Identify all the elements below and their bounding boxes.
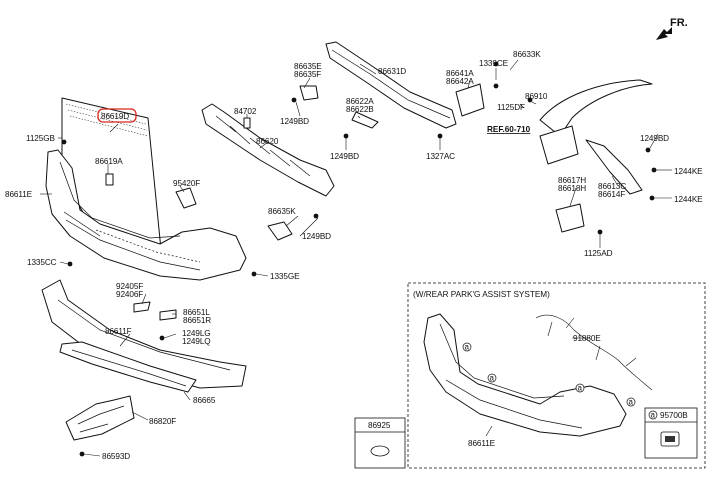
callout-1125GB[interactable]: 1125GB [26,134,56,143]
rear-bumper-beam[interactable] [325,41,457,129]
wiring-harness[interactable] [535,314,653,391]
bracket-86622A[interactable] [351,111,379,129]
callout-91880E[interactable]: 91880E [573,334,601,343]
callout-86635K[interactable]: 86635K [268,207,296,216]
bracket-86635E[interactable] [299,85,319,101]
bracket-86617H[interactable] [555,203,585,233]
callout-86910[interactable]: 86910 [525,92,548,101]
callout-1339CE[interactable]: 1339CE [479,59,509,68]
callout-86620[interactable]: 86620 [256,137,279,146]
bracket-95420F[interactable] [175,187,197,209]
callout-1335GE[interactable]: 1335GE [270,272,300,281]
bracket-86635K[interactable] [267,221,293,241]
parking-sensor-icon [660,431,680,447]
callout-86611E-main[interactable]: 86611E [5,190,33,199]
callout-86618H[interactable]: 86618H [558,184,586,193]
reference-link[interactable]: REF.60-710 [487,125,531,134]
callout-86593D[interactable]: 86593D [102,452,130,461]
callout-1125DF[interactable]: 1125DF [497,103,525,112]
callout-86613C[interactable]: 86613C [598,182,626,191]
callout-86635F[interactable]: 86635F [294,70,321,79]
wheel-arch-panel[interactable] [539,79,653,195]
bracket-84702[interactable] [243,117,251,129]
callout-86665[interactable]: 86665 [193,396,216,405]
callout-1249LG[interactable]: 1249LG [182,329,211,338]
callout-86651R[interactable]: 86651R [183,316,211,325]
rear-bumper-cover[interactable] [45,149,247,281]
front-direction-label: FR. [670,17,688,29]
callout-86635E[interactable]: 86635E [294,62,322,71]
callout-1249BD-d[interactable]: 1249BD [302,232,331,241]
fasteners [61,61,657,457]
callout-86619D[interactable]: 86619D [101,112,129,121]
sensor-legend-box[interactable]: a 95700B [644,407,698,459]
part-86925-box[interactable]: 86925 [354,417,406,469]
callout-86651L[interactable]: 86651L [183,308,210,317]
callouts: 86619D 1125GB 86619A 86611E 95420F 84702… [5,50,703,461]
callout-1249BD-c[interactable]: 1249BD [640,134,669,143]
callout-1125AD[interactable]: 1125AD [584,249,613,258]
marker-a-2: a [490,374,495,383]
emblem-icon [370,445,390,457]
callout-86622B[interactable]: 86622B [346,105,374,114]
callout-86642A[interactable]: 86642A [446,77,474,86]
callout-86622A[interactable]: 86622A [346,97,374,106]
park-assist-title: (W/REAR PARK'G ASSIST SYSTEM) [413,290,550,299]
callout-95420F[interactable]: 95420F [173,179,200,188]
front-direction-arrow-icon [656,27,672,40]
reflector-92405F[interactable] [133,301,151,313]
callout-92405F[interactable]: 92405F [116,282,143,291]
callout-1249BD-b[interactable]: 1249BD [330,152,359,161]
callout-86641A[interactable]: 86641A [446,69,474,78]
callout-84702[interactable]: 84702 [234,107,257,116]
callout-86633K[interactable]: 86633K [513,50,541,59]
marker-a-4: a [629,398,634,407]
front-direction-indicator: FR. [656,17,688,40]
callout-86617H[interactable]: 86617H [558,176,586,185]
callout-86631D[interactable]: 86631D [378,67,406,76]
sensor-markers: a a a a [462,343,636,407]
reflector-86651L[interactable] [159,309,177,321]
marker-a-3: a [578,384,583,393]
callout-1244KE-b[interactable]: 1244KE [674,195,703,204]
callout-1335CC[interactable]: 1335CC [27,258,57,267]
callout-1244KE-a[interactable]: 1244KE [674,167,703,176]
callout-86611E-box[interactable]: 86611E [468,439,496,448]
skid-trim[interactable] [59,341,197,393]
clip-86619A[interactable] [105,173,114,186]
callout-86619A[interactable]: 86619A [95,157,123,166]
callout-86820F[interactable]: 86820F [149,417,176,426]
under-cover[interactable] [65,395,135,441]
energy-absorber[interactable] [201,103,335,197]
callout-1249LQ[interactable]: 1249LQ [182,337,211,346]
park-assist-bumper-cover[interactable] [423,313,627,437]
marker-a-1: a [465,343,470,352]
legend-marker-a: a [651,411,656,420]
callout-95700B[interactable]: 95700B [660,411,688,420]
callout-1327AC[interactable]: 1327AC [426,152,455,161]
callout-92406F[interactable]: 92406F [116,290,143,299]
highlight-box-86619D [97,108,137,123]
callout-86614F[interactable]: 86614F [598,190,625,199]
callout-86611F[interactable]: 86611F [105,327,132,336]
callout-1249BD-a[interactable]: 1249BD [280,117,309,126]
leader-lines [40,59,672,457]
callout-86925[interactable]: 86925 [368,421,391,430]
beam-bracket-86641A[interactable] [455,83,485,117]
